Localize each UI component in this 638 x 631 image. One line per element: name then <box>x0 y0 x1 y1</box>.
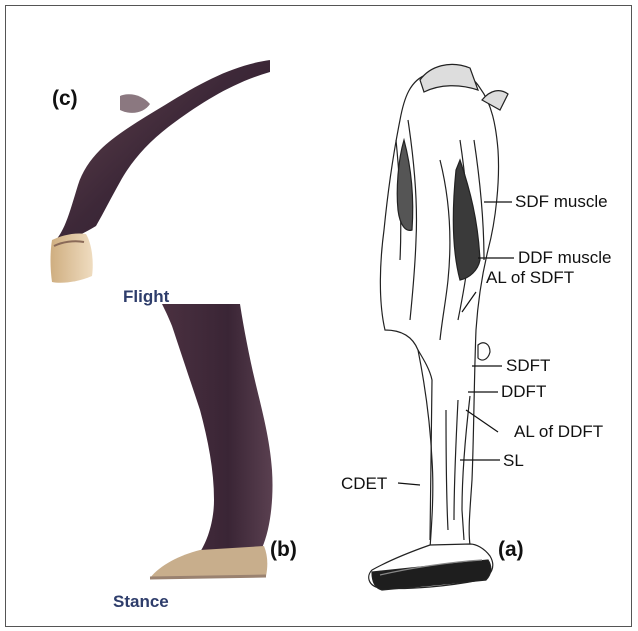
label-cdet: CDET <box>341 474 387 494</box>
flight-caption: Flight <box>123 287 169 307</box>
panel-label-b: (b) <box>270 538 297 562</box>
label-al-of-sdft: AL of SDFT <box>486 268 574 288</box>
label-sl: SL <box>503 451 524 471</box>
label-al-of-ddft: AL of DDFT <box>514 422 603 442</box>
flight-leg-photo <box>51 40 271 283</box>
label-sdft: SDFT <box>506 356 550 376</box>
panel-label-a: (a) <box>498 538 524 562</box>
label-ddf-muscle: DDF muscle <box>518 248 612 268</box>
anatomy-drawing <box>369 64 508 590</box>
stance-leg-photo <box>150 304 273 578</box>
label-sdf-muscle: SDF muscle <box>515 192 608 212</box>
label-ddft: DDFT <box>501 382 546 402</box>
panel-label-c: (c) <box>52 87 78 111</box>
stance-caption: Stance <box>113 592 169 612</box>
